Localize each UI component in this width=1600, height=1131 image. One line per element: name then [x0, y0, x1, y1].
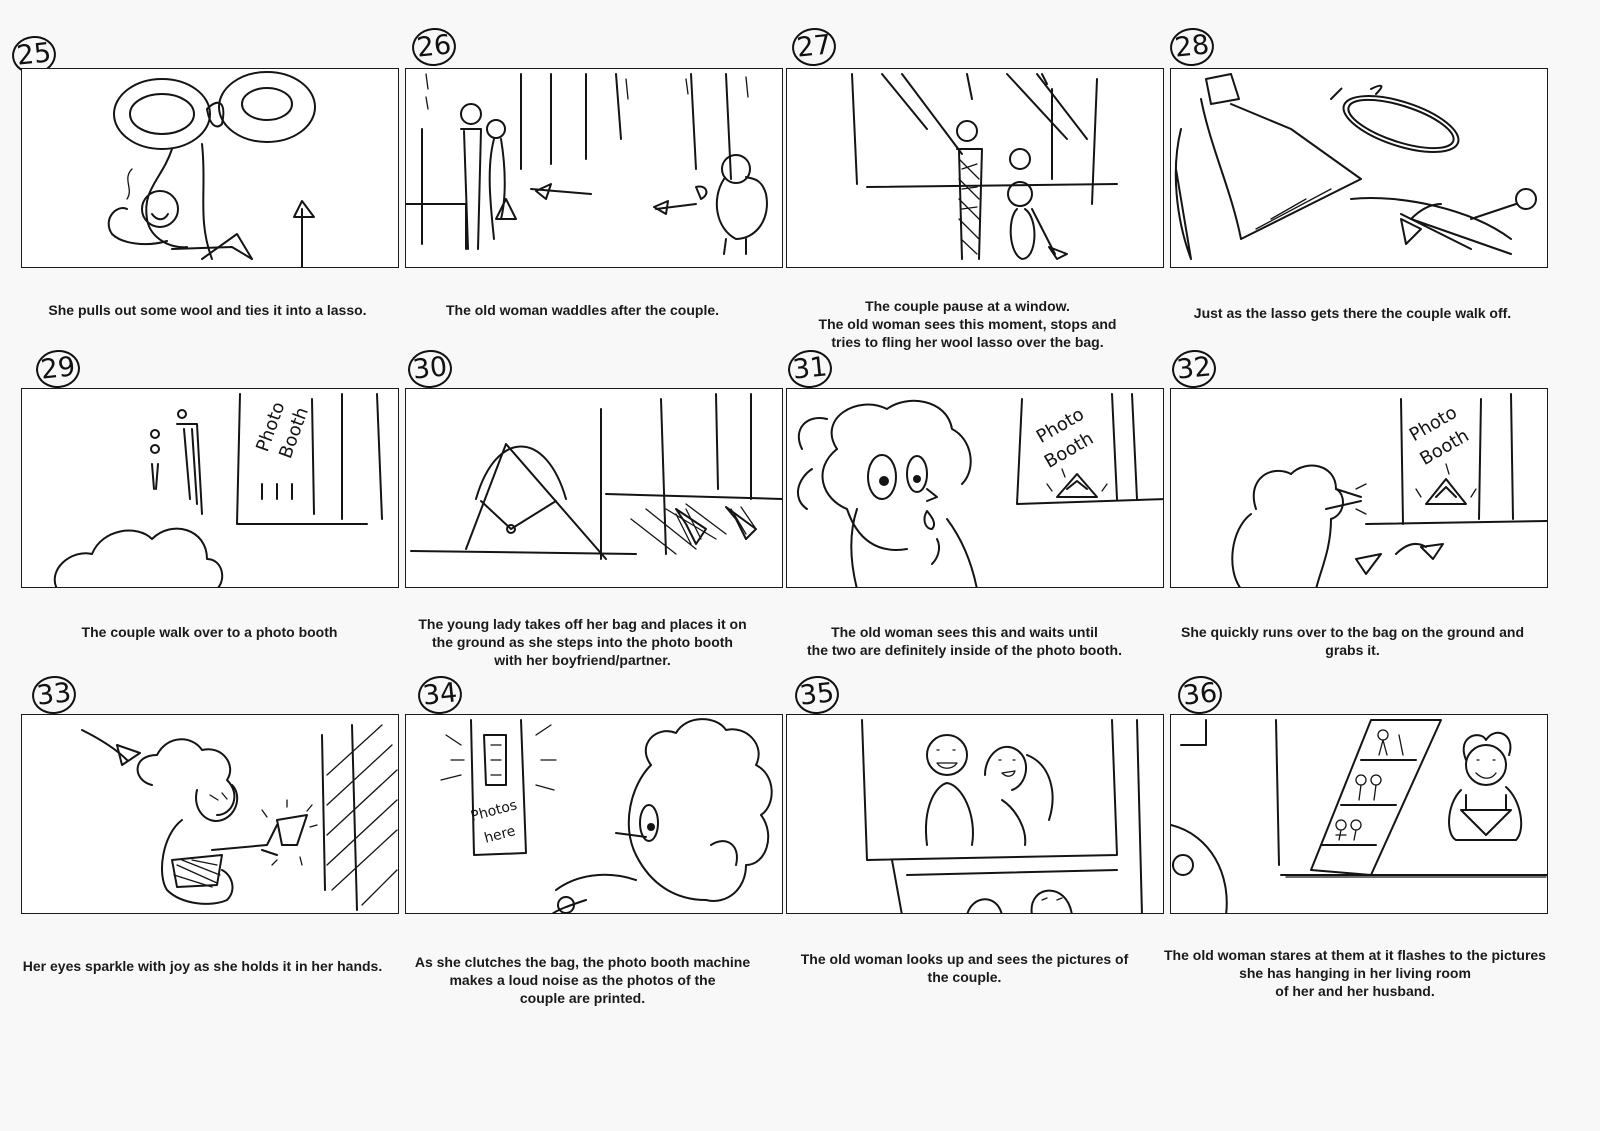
panel-number: 30 — [406, 347, 454, 391]
panel-caption: The young lady takes off her bag and pla… — [418, 616, 747, 668]
sketch-frame-28 — [1170, 68, 1548, 268]
panel-number: 28 — [1168, 25, 1216, 69]
panel-caption: The old woman sees this and waits until … — [807, 624, 1122, 658]
sketch-frame-34: Photos here — [405, 714, 783, 914]
panel-number: 34 — [416, 673, 464, 717]
sketch-couple-pictures — [861, 719, 1143, 913]
sketch-frame-27 — [786, 68, 1164, 268]
panel-number: 27 — [790, 25, 838, 69]
panel-number: 31 — [786, 347, 834, 391]
photos-here-sign: Photos — [469, 797, 519, 825]
sketch-walk-to-booth: Photo Booth — [53, 393, 383, 587]
panel-caption: She quickly runs over to the bag on the … — [1180, 624, 1525, 658]
sketch-frame-25 — [21, 68, 399, 268]
panel-caption: The old woman waddles after the couple. — [445, 302, 720, 318]
panel-caption: She pulls out some wool and ties it into… — [48, 302, 367, 318]
sketch-lasso-wool — [107, 71, 316, 267]
sketch-couple-at-window — [851, 73, 1118, 260]
sketch-eyes-sparkle — [81, 724, 398, 911]
sketch-frame-26 — [405, 68, 783, 268]
sketch-lasso-misses — [1174, 73, 1537, 260]
panel-number: 36 — [1176, 673, 1224, 717]
panel-number: 33 — [30, 673, 78, 717]
panel-caption: The old woman stares at them at it flash… — [1164, 947, 1546, 999]
sketch-frame-35 — [786, 714, 1164, 914]
sketch-frame-31: Photo Booth — [786, 388, 1164, 588]
sketch-grab-bag: Photo Booth — [1231, 393, 1547, 587]
sketch-woman-waddles — [406, 73, 768, 255]
sketch-frame-30 — [405, 388, 783, 588]
sketch-frame-29: Photo Booth — [21, 388, 399, 588]
panel-caption: As she clutches the bag, the photo booth… — [414, 954, 751, 1006]
sketch-frame-33 — [21, 714, 399, 914]
svg-text:here: here — [483, 823, 518, 847]
panel-number: 26 — [410, 25, 458, 69]
panel-caption: The couple walk over to a photo booth — [81, 624, 338, 640]
panel-number: 32 — [1170, 347, 1218, 391]
sketch-woman-waits: Photo Booth — [797, 393, 1163, 587]
sketch-bag-placed — [410, 393, 782, 560]
panel-caption: Just as the lasso gets there the couple … — [1193, 305, 1512, 321]
sketch-living-room-pictures — [1171, 719, 1547, 913]
panel-caption: The couple pause at a window. The old wo… — [818, 298, 1117, 350]
panel-caption: The old woman looks up and sees the pict… — [800, 951, 1129, 985]
sketch-frame-32: Photo Booth — [1170, 388, 1548, 588]
sketch-photos-printed: Photos here — [440, 718, 773, 913]
panel-number: 29 — [34, 347, 82, 391]
panel-caption: Her eyes sparkle with joy as she holds i… — [22, 958, 383, 974]
sketch-frame-36 — [1170, 714, 1548, 914]
panel-number: 35 — [793, 673, 841, 717]
